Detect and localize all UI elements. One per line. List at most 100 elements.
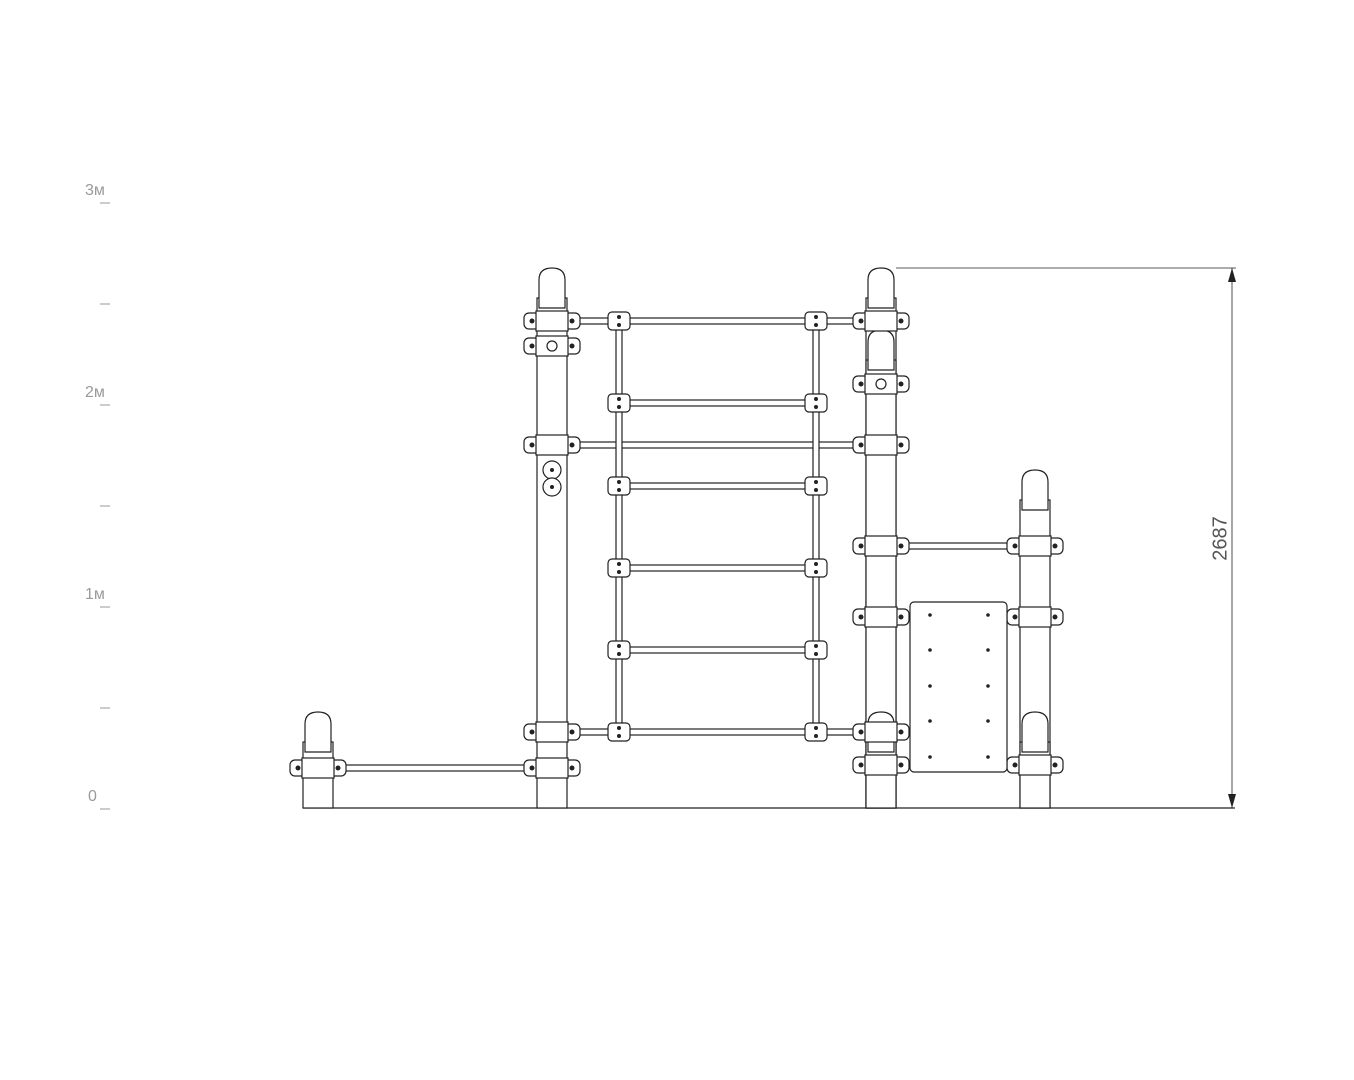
ladder-rung [618,646,817,654]
bolt [569,729,575,735]
board-hole [986,755,990,759]
ladder-rail-right [812,319,820,736]
clamp-collar [535,434,569,456]
bolt [858,543,864,549]
joint-body [804,558,828,578]
rung-joint-right [804,311,828,331]
bolt [814,562,818,566]
post-clamp [289,757,347,779]
joint-body [804,311,828,331]
board-hole [986,719,990,723]
post-clamp [852,434,910,456]
clamp-collar [1018,754,1052,776]
rung-joint-left [607,558,631,578]
bolt [1052,614,1058,620]
post-cap [538,267,566,309]
bolt [858,381,864,387]
joint-body [607,722,631,742]
rung-joint-left [607,311,631,331]
bolt [898,762,904,768]
board-hole [928,648,932,652]
bolt [335,765,341,771]
bolt [617,652,621,656]
bolt [529,729,535,735]
board-hole [928,755,932,759]
post-clamp [852,535,910,557]
clamp-collar [864,721,898,743]
bolt [617,734,621,738]
post-cap [304,711,332,753]
post-clamp [852,310,910,332]
bolt [617,570,621,574]
clamp-collar [864,535,898,557]
bolt [529,318,535,324]
scale-label-1m: 1м [85,586,105,603]
bolt [617,726,621,730]
ladder-rung [618,564,817,572]
dimension-arrow-bottom [1228,794,1236,808]
bolt [617,315,621,319]
post-cap [867,329,895,371]
bolt [814,734,818,738]
bolt [1052,762,1058,768]
scale-label-0: 0 [88,788,97,805]
bolt [898,442,904,448]
bolt [814,644,818,648]
bolt [529,343,535,349]
board-hole [928,719,932,723]
joint-body [804,722,828,742]
clamp-hole [546,340,558,352]
bolt [814,397,818,401]
post-clamp [852,721,910,743]
bolt [569,318,575,324]
bolt [1012,543,1018,549]
bolt [295,765,301,771]
post-clamp [1006,754,1064,776]
board-hole [986,648,990,652]
board-hole [928,613,932,617]
clamp-hole [875,378,887,390]
bolt [814,570,818,574]
joint-body [607,558,631,578]
bolt [814,726,818,730]
joint-body [607,311,631,331]
bolt [898,381,904,387]
rung-joint-right [804,476,828,496]
clamp-collar [1018,606,1052,628]
bolt [898,614,904,620]
rung-joint-left [607,393,631,413]
bolt [858,614,864,620]
bolt [1012,614,1018,620]
top-rung [551,317,882,325]
bolt [529,442,535,448]
post-clamp [852,606,910,628]
bolt [617,644,621,648]
height-dimension-label: 2687 [1209,516,1232,561]
ring-center [550,468,554,472]
rung-joint-right [804,393,828,413]
clamp-collar [864,434,898,456]
board-hole [986,613,990,617]
board-hole [986,684,990,688]
clamp-collar [1018,535,1052,557]
bottom-rung [551,728,882,736]
long-crossbar [551,441,882,449]
post-cap [1021,469,1049,511]
bolt [858,318,864,324]
clamp-collar [864,606,898,628]
bolt [858,442,864,448]
bolt [858,762,864,768]
rung-joint-right [804,558,828,578]
bolt [1052,543,1058,549]
bolt [617,480,621,484]
bolt [814,323,818,327]
bolt [617,488,621,492]
bolt [617,405,621,409]
board-hole [928,684,932,688]
bolt [814,488,818,492]
bolt [858,729,864,735]
joint-body [607,640,631,660]
ladder-rung [618,482,817,490]
post-cap [867,267,895,309]
